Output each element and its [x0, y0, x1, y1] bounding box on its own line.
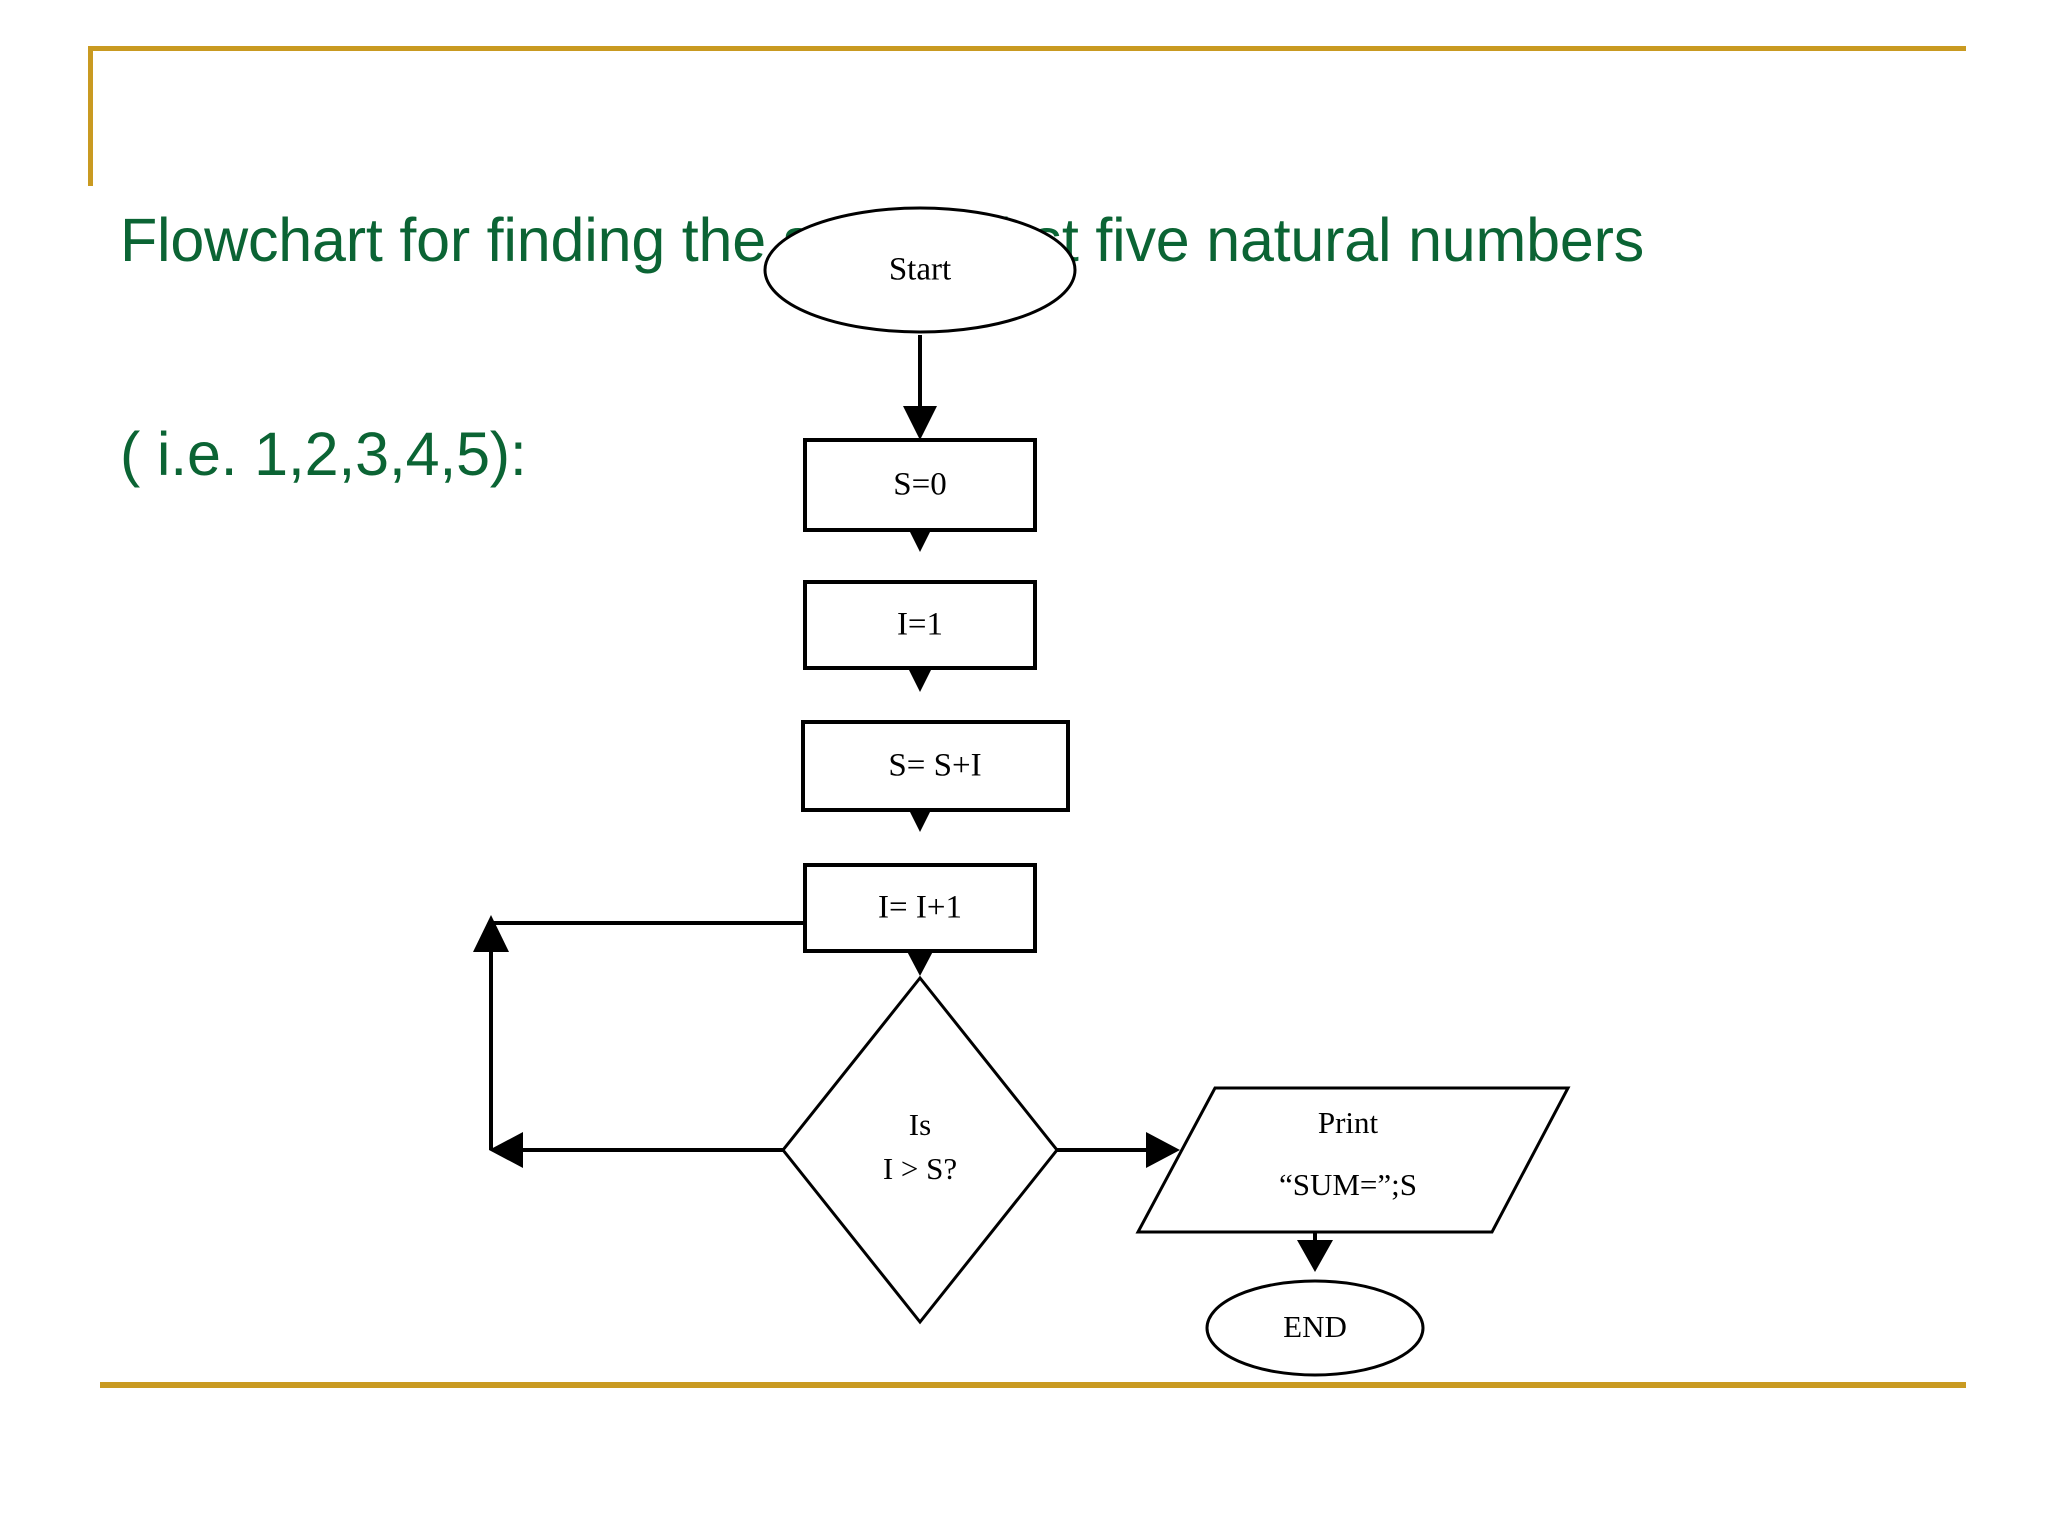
node-init-i-label: I=1 — [897, 607, 943, 643]
flowchart-diagram: Start S=0 I=1 S= S+I I= I+1 — [0, 200, 2048, 1380]
node-incr-label: I= I+1 — [878, 890, 962, 926]
node-print-label-line-2: “SUM=”;S — [1279, 1167, 1417, 1202]
edge-print-to-end — [1297, 1232, 1333, 1272]
node-print-label-line-1: Print — [1318, 1105, 1379, 1140]
node-init-i: I=1 — [803, 580, 1037, 670]
node-print: Print “SUM=”;S — [1135, 1086, 1571, 1234]
node-init-s-label: S=0 — [893, 467, 946, 503]
edge-start-to-init-s — [903, 335, 937, 440]
node-end-label: END — [1283, 1309, 1347, 1344]
node-incr: I= I+1 — [803, 863, 1037, 953]
node-end: END — [1205, 1279, 1425, 1377]
node-start-label: Start — [889, 252, 951, 288]
node-sum: S= S+I — [801, 720, 1070, 812]
node-decide-label-line-2: I > S? — [883, 1151, 957, 1186]
node-sum-label: S= S+I — [888, 748, 981, 784]
accent-rule-left — [88, 46, 93, 186]
page-title-line-2: ( i.e. 1,2,3,4,5): — [120, 419, 527, 488]
node-start: Start — [763, 206, 1077, 334]
node-init-s: S=0 — [803, 438, 1037, 532]
accent-rule-top — [88, 46, 1966, 51]
accent-rule-bottom — [100, 1382, 1966, 1388]
edge-decide-to-print — [1057, 1132, 1180, 1168]
node-decide: Is I > S? — [781, 975, 1059, 1325]
node-decide-label-line-1: Is — [909, 1107, 931, 1142]
